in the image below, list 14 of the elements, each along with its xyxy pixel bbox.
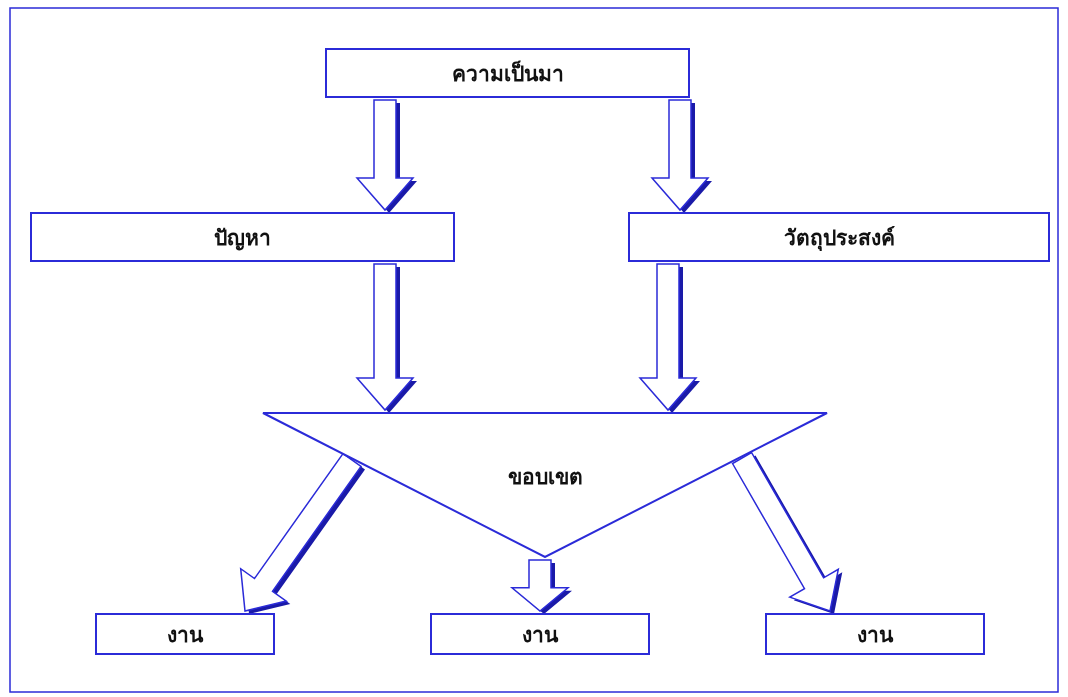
- process-box: งาน: [765, 613, 985, 655]
- block-arrow: [239, 452, 365, 614]
- process-box: งาน: [430, 613, 650, 655]
- process-box: วัตถุประสงค์: [628, 212, 1050, 262]
- block-arrow: [355, 263, 417, 413]
- process-box: ความเป็นมา: [325, 48, 690, 98]
- process-box: งาน: [95, 613, 275, 655]
- block-arrow: [509, 559, 572, 614]
- triangle-shape: ขอบเขต: [262, 412, 828, 558]
- block-arrow: [638, 263, 700, 413]
- block-arrow: [650, 99, 712, 213]
- block-arrow: [731, 451, 843, 614]
- process-box: ปัญหา: [30, 212, 455, 262]
- block-arrow: [355, 99, 417, 213]
